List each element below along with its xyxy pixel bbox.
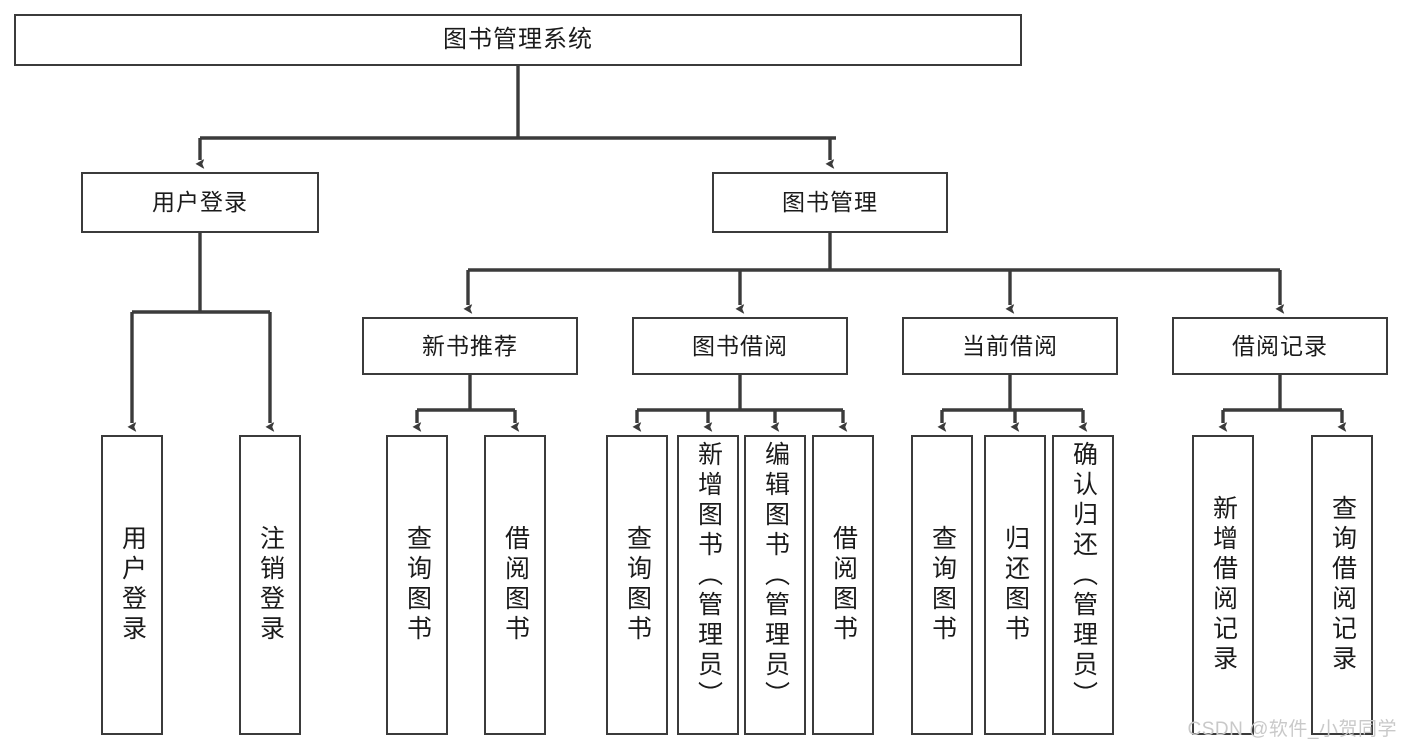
node-leaf-add-borrow-record[interactable]: 新增借阅记录 (1192, 435, 1254, 735)
node-leaf-user-login[interactable]: 用户登录 (101, 435, 163, 735)
node-leaf-confirm-return-admin[interactable]: 确认归还（管理员） (1052, 435, 1114, 735)
edge-group-root (200, 66, 836, 160)
edge-group-records (1223, 375, 1342, 423)
node-book-management[interactable]: 图书管理 (712, 172, 948, 233)
node-current-borrow[interactable]: 当前借阅 (902, 317, 1118, 375)
edge-group-user-login (132, 233, 270, 423)
node-borrow-records[interactable]: 借阅记录 (1172, 317, 1388, 375)
node-new-book-recommend[interactable]: 新书推荐 (362, 317, 578, 375)
node-leaf-query-book-current[interactable]: 查询图书 (911, 435, 973, 735)
node-leaf-borrow-book[interactable]: 借阅图书 (812, 435, 874, 735)
node-leaf-edit-book-admin[interactable]: 编辑图书（管理员） (744, 435, 806, 735)
node-leaf-return-book[interactable]: 归还图书 (984, 435, 1046, 735)
edge-group-new-books (417, 375, 515, 423)
edge-group-borrow (637, 375, 843, 423)
node-root-system[interactable]: 图书管理系统 (14, 14, 1022, 66)
edge-group-current (942, 375, 1083, 423)
node-leaf-query-book-new[interactable]: 查询图书 (386, 435, 448, 735)
node-leaf-user-logout[interactable]: 注销登录 (239, 435, 301, 735)
node-leaf-query-borrow-record[interactable]: 查询借阅记录 (1311, 435, 1373, 735)
node-book-borrow[interactable]: 图书借阅 (632, 317, 848, 375)
node-leaf-borrow-book-new[interactable]: 借阅图书 (484, 435, 546, 735)
node-leaf-query-book[interactable]: 查询图书 (606, 435, 668, 735)
node-user-login[interactable]: 用户登录 (81, 172, 319, 233)
node-leaf-add-book-admin[interactable]: 新增图书（管理员） (677, 435, 739, 735)
edge-group-book-mgmt (468, 233, 1280, 305)
